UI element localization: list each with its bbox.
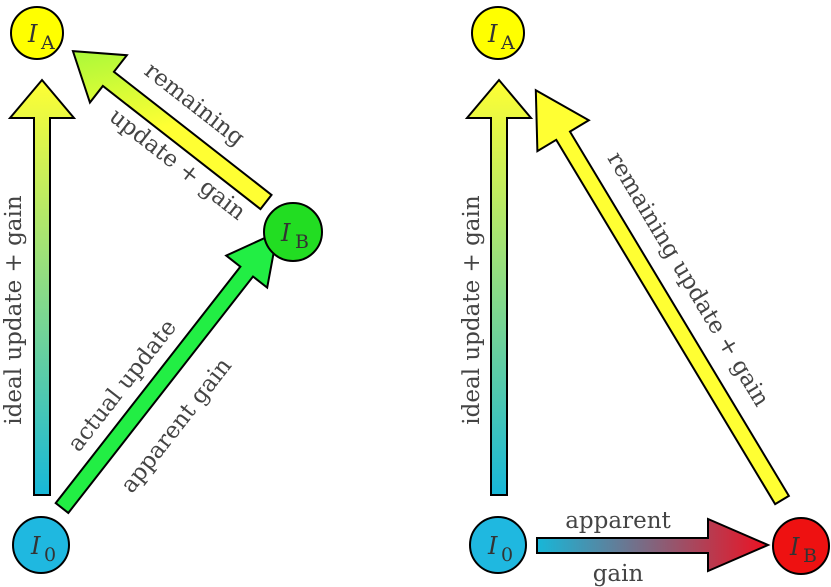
right-node-ia: I A <box>471 6 525 60</box>
left-remaining-arrow <box>71 50 273 211</box>
left-node-ia-letter: I <box>27 20 38 48</box>
right-node-ia-sub: A <box>500 32 515 54</box>
left-node-ia-circle <box>10 6 64 60</box>
right-apparent-arrow <box>536 517 771 573</box>
left-node-ia: I A <box>10 6 64 60</box>
right-node-ib-sub: B <box>803 545 817 567</box>
left-node-i0-circle <box>12 516 70 574</box>
left-node-ib-circle <box>263 202 323 262</box>
right-ideal-label: ideal update + gain <box>459 195 485 425</box>
right-node-ia-circle <box>471 6 525 60</box>
left-node-ib-letter: I <box>280 219 291 247</box>
right-node-i0: I 0 <box>469 516 527 574</box>
left-actual-arrow <box>54 230 279 515</box>
right-node-ib-letter: I <box>789 533 800 561</box>
right-panel: I A I 0 I B ideal update + gain remainin… <box>459 6 830 587</box>
right-node-i0-sub: 0 <box>501 544 513 566</box>
left-node-i0-sub: 0 <box>44 544 56 566</box>
right-gain-label: gain <box>593 561 644 587</box>
left-ideal-label: ideal update + gain <box>1 195 27 425</box>
right-remaining-arrow <box>534 88 791 506</box>
left-ideal-arrow <box>7 78 77 496</box>
right-node-i0-letter: I <box>487 532 498 560</box>
right-node-ib-circle <box>772 517 830 575</box>
right-remaining-label: remaining update + gain <box>602 148 775 412</box>
left-node-ia-sub: A <box>40 32 55 54</box>
right-node-ib: I B <box>772 517 830 575</box>
right-node-i0-circle <box>469 516 527 574</box>
right-ideal-arrow <box>464 78 534 496</box>
left-node-i0-letter: I <box>30 532 41 560</box>
right-node-ia-letter: I <box>487 20 498 48</box>
left-node-i0: I 0 <box>12 516 70 574</box>
left-panel: I A I 0 I B ideal update + gain actual u… <box>1 6 323 574</box>
right-apparent-label: apparent <box>565 508 671 534</box>
left-node-ib: I B <box>263 202 323 262</box>
left-node-ib-sub: B <box>295 231 309 253</box>
